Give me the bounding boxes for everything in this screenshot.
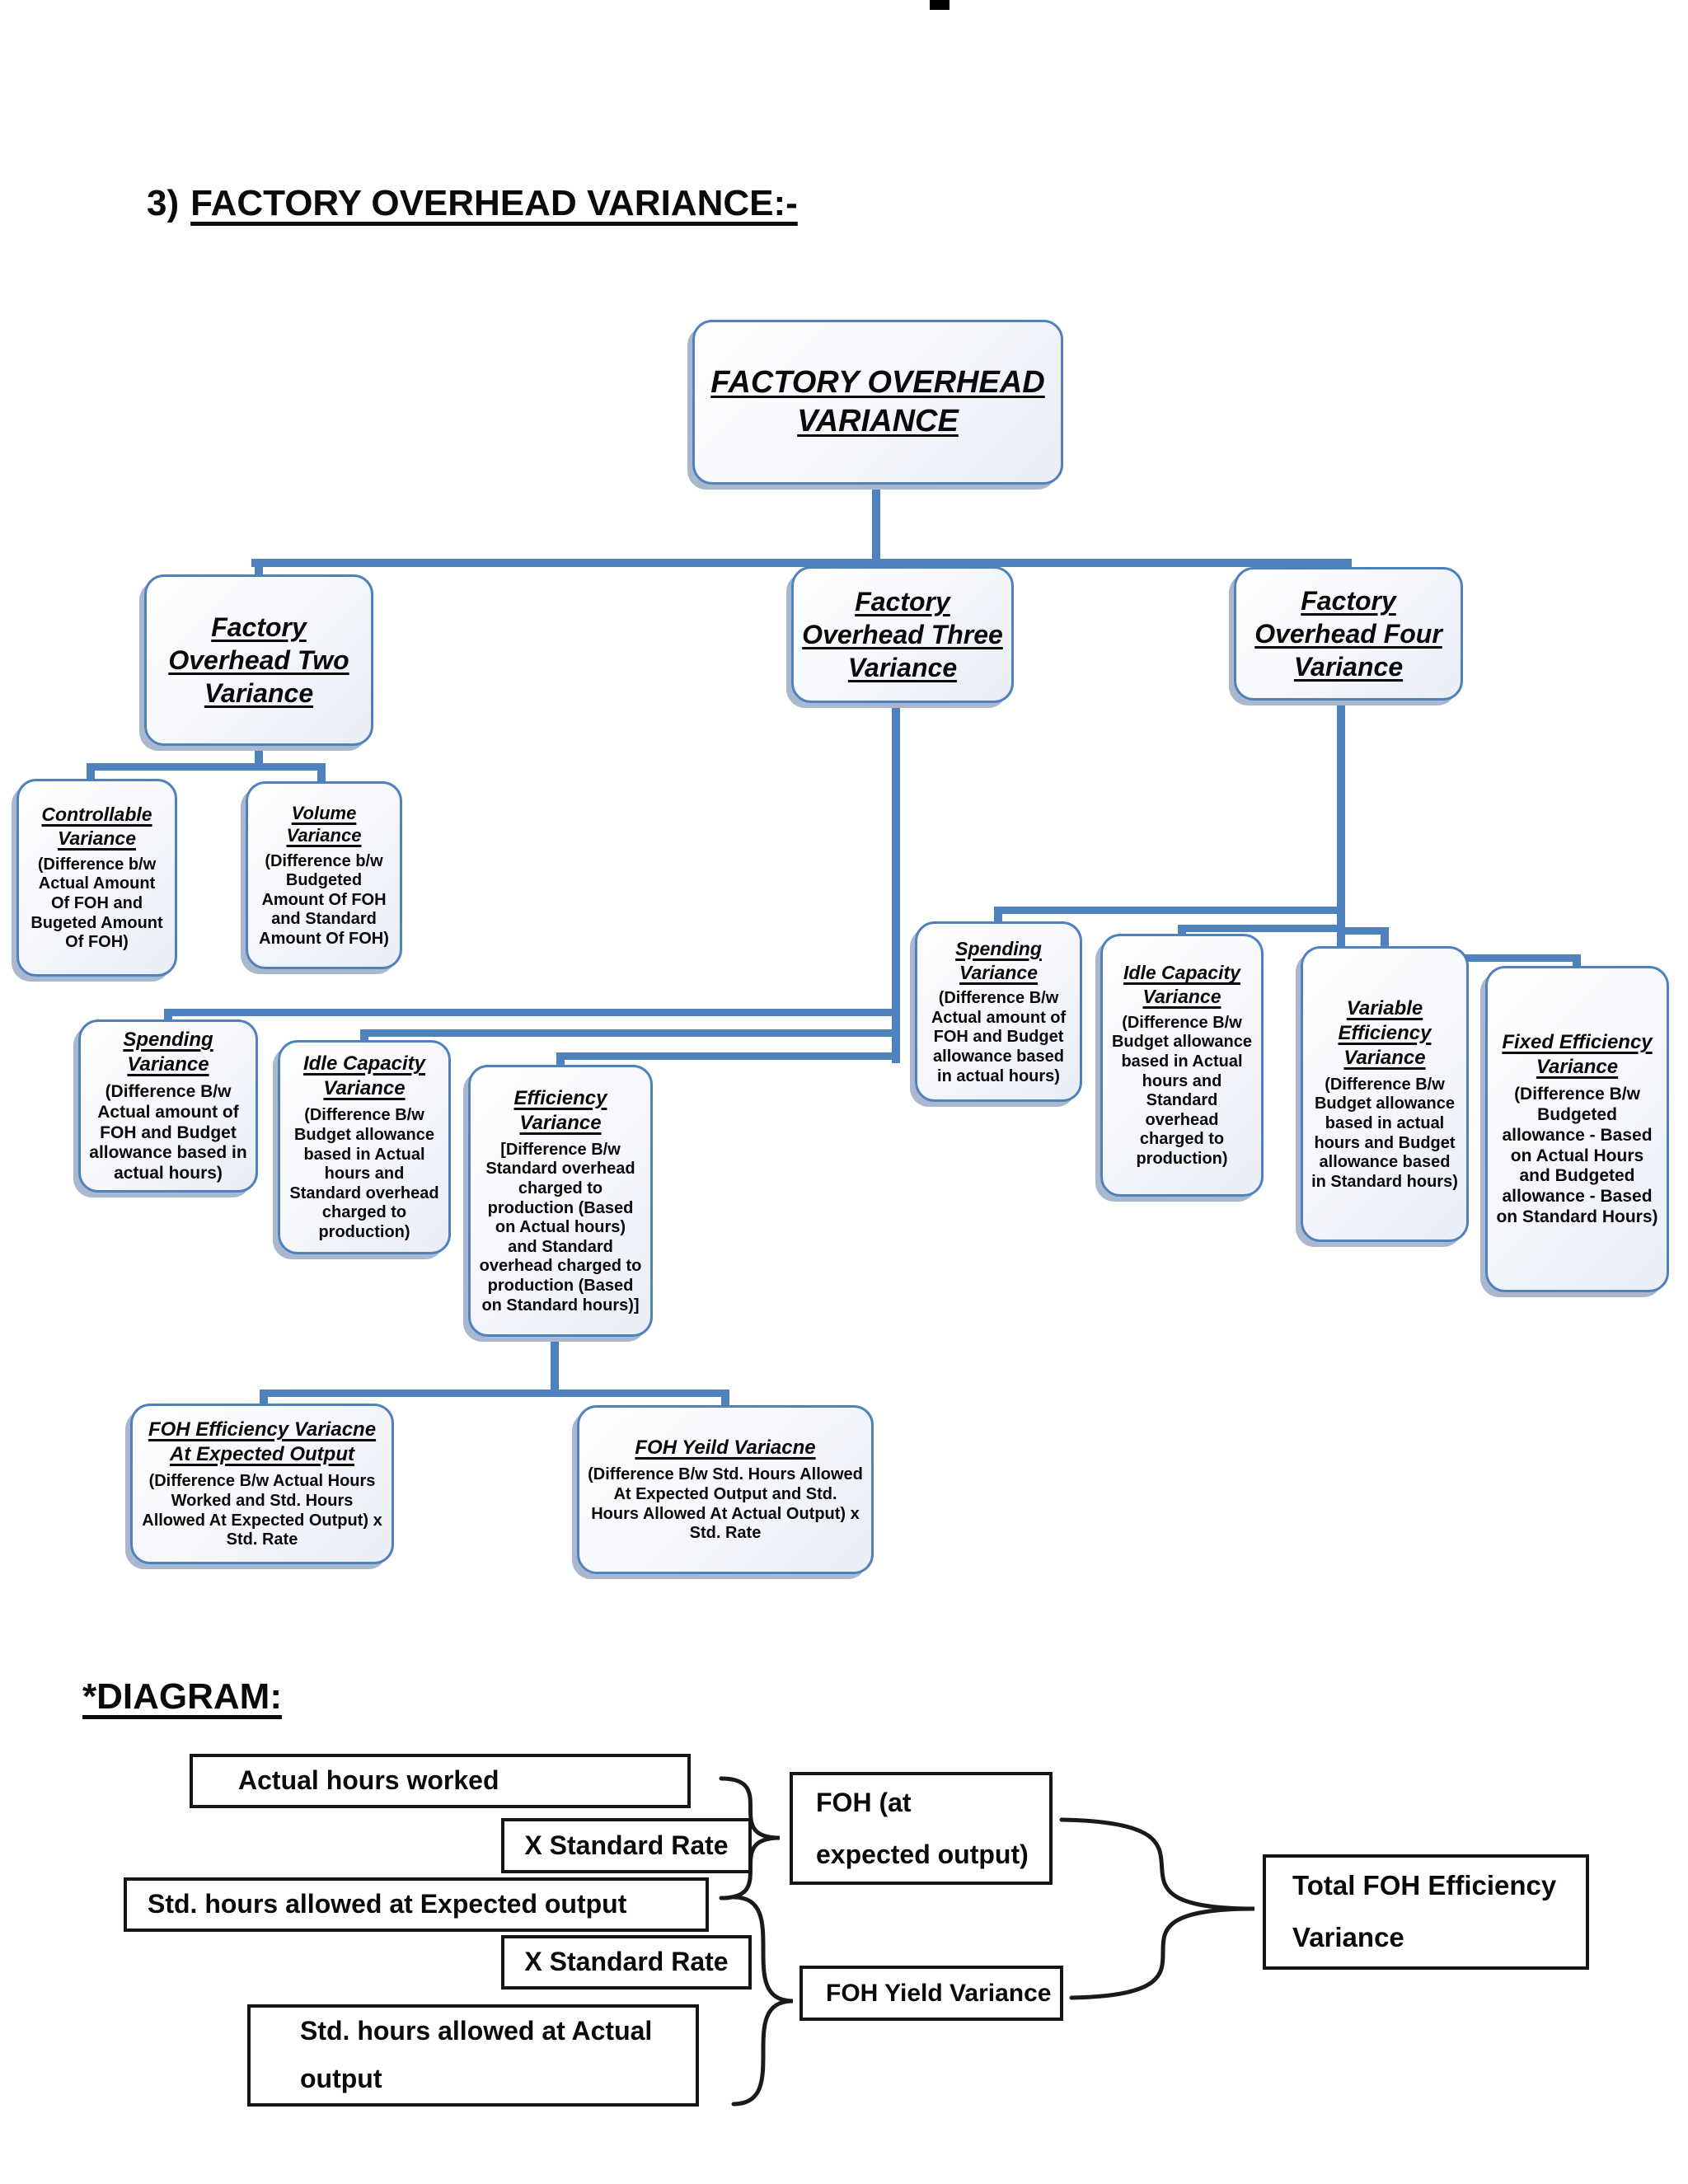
connector-two-horizontal (87, 763, 326, 771)
node-title: Efficiency Variance (513, 1086, 607, 1134)
diagram-box-x-standard-rate-2: X Standard Rate (501, 1935, 752, 1990)
node-spending-variance-3: Spending Variance (Difference B/w Actual… (78, 1019, 258, 1193)
diagram-box-label: Total FOH Efficiency Variance (1292, 1870, 1557, 1952)
connector-idle4-stub (1178, 925, 1186, 935)
node-title: Spending Variance (955, 937, 1042, 983)
connector-spending3-branch (168, 1009, 898, 1016)
page-title-text: FACTORY OVERHEAD VARIANCE:- (190, 183, 798, 223)
node-title: Factory Overhead Two Variance (168, 612, 349, 708)
diagram-box-x-standard-rate-1: X Standard Rate (501, 1818, 752, 1873)
connector-variable4-stub (1381, 927, 1389, 948)
diagram-box-label: FOH (at expected output) (816, 1788, 1029, 1869)
diagram-box-label: FOH Yield Variance (826, 1979, 1052, 2007)
node-desc: (Difference B/w Budget allowance based i… (1111, 1013, 1253, 1169)
node-factory-overhead-three-variance: Factory Overhead Three Variance (791, 566, 1014, 703)
node-title: FOH Yeild Variacne (635, 1436, 816, 1460)
diagram-box-label: Std. hours allowed at Actual output (300, 2016, 653, 2093)
diagram-box-label: X Standard Rate (524, 1947, 729, 1977)
connector-spending4-branch (998, 907, 1345, 914)
connector-spending4-stub (994, 907, 1002, 923)
node-factory-overhead-four-variance: Factory Overhead Four Variance (1234, 567, 1463, 701)
node-factory-overhead-two-variance: Factory Overhead Two Variance (144, 574, 373, 746)
connector-three-down (892, 701, 900, 1063)
page-title: 3)FACTORY OVERHEAD VARIANCE:- (147, 183, 798, 224)
node-title: Spending Variance (123, 1029, 213, 1076)
node-desc: (Difference B/w Std. Hours Allowed At Ex… (588, 1465, 863, 1543)
connector-fixed4-stub (1573, 954, 1581, 968)
brace-foh-expected (719, 1776, 781, 1900)
connector-spending3-stub (164, 1009, 172, 1021)
node-title: FACTORY OVERHEAD VARIANCE (710, 364, 1045, 439)
connector-efficiency3-stub (556, 1052, 565, 1066)
scan-artifact (930, 0, 950, 10)
node-idle-capacity-variance-4: Idle Capacity Variance (Difference B/w B… (1100, 934, 1264, 1197)
node-efficiency-variance-3: Efficiency Variance [Difference B/w Stan… (468, 1065, 653, 1337)
node-factory-overhead-variance: FACTORY OVERHEAD VARIANCE (692, 320, 1063, 485)
diagram-box-label: X Standard Rate (524, 1830, 729, 1860)
node-desc: (Difference B/w Budget allowance based i… (289, 1106, 439, 1241)
connector-volume-stub (317, 763, 326, 785)
node-spending-variance-4: Spending Variance (Difference B/w Actual… (915, 921, 1082, 1102)
node-title: Volume Variance (286, 802, 362, 846)
diagram-box-actual-hours-worked: Actual hours worked (190, 1754, 691, 1808)
connector-idle3-stub (360, 1029, 368, 1042)
node-foh-yield-variance-tree: FOH Yeild Variacne (Difference B/w Std. … (577, 1405, 874, 1574)
page-title-number: 3) (147, 183, 180, 223)
diagram-box-total-foh-efficiency-variance: Total FOH Efficiency Variance (1263, 1854, 1589, 1970)
connector-level1-horizontal (251, 559, 1352, 567)
node-title: Factory Overhead Three Variance (802, 587, 1003, 682)
node-desc: (Difference B/w Actual amount of FOH and… (931, 989, 1067, 1085)
node-idle-capacity-variance-3: Idle Capacity Variance (Difference B/w B… (278, 1040, 451, 1254)
diagram-heading: *DIAGRAM: (82, 1676, 282, 1717)
brace-foh-yield (731, 1895, 794, 2107)
node-fixed-efficiency-variance: Fixed Efficiency Variance (Difference B/… (1485, 966, 1669, 1292)
connector-four-down (1337, 699, 1345, 964)
node-desc: (Difference B/w Budget allowance based i… (1311, 1075, 1458, 1191)
node-title: Idle Capacity Variance (302, 1052, 426, 1100)
diagram-box-foh-expected-output: FOH (at expected output) (790, 1772, 1053, 1885)
connector-efficiency-down (551, 1335, 559, 1394)
node-title: Idle Capacity Variance (1123, 962, 1240, 1008)
connector-foheff-stub (260, 1390, 268, 1404)
node-title: Controllable Variance (41, 804, 152, 850)
connector-idle3-branch (364, 1029, 898, 1037)
node-controllable-variance: Controllable Variance (Difference b/w Ac… (16, 779, 177, 977)
connector-two-down (255, 742, 263, 770)
connector-controllable-stub (87, 763, 95, 783)
diagram-box-label: Std. hours allowed at Expected output (148, 1889, 627, 1919)
diagram-box-std-hours-expected-output: Std. hours allowed at Expected output (124, 1877, 709, 1932)
connector-variable4-branch (1337, 927, 1389, 935)
node-variable-efficiency-variance: Variable Efficiency Variance (Difference… (1301, 946, 1469, 1242)
node-desc: (Difference B/w Actual Hours Worked and … (142, 1472, 382, 1549)
brace-total-foh (1059, 1817, 1255, 2000)
node-title: Fixed Efficiency Variance (1502, 1031, 1653, 1079)
node-desc: (Difference B/w Actual amount of FOH and… (89, 1082, 247, 1183)
node-volume-variance: Volume Variance (Difference b/w Budgeted… (246, 781, 402, 969)
connector-idle4-branch (1182, 925, 1345, 932)
diagram-box-label: Actual hours worked (238, 1765, 499, 1796)
node-foh-efficiency-variance-expected: FOH Efficiency Variacne At Expected Outp… (130, 1404, 394, 1564)
connector-efficiency-horizontal (260, 1390, 729, 1397)
node-desc: (Difference B/w Budgeted allowance - Bas… (1496, 1085, 1658, 1226)
node-desc: [Difference B/w Standard overhead charge… (479, 1140, 642, 1315)
connector-efficiency3-branch (560, 1052, 898, 1060)
node-title: FOH Efficiency Variacne At Expected Outp… (148, 1418, 377, 1466)
node-desc: (Difference b/w Budgeted Amount Of FOH a… (259, 851, 389, 948)
node-title: Variable Efficiency Variance (1338, 996, 1432, 1069)
diagram-box-foh-yield-variance: FOH Yield Variance (799, 1966, 1063, 2021)
node-desc: (Difference b/w Actual Amount Of FOH and… (30, 855, 163, 952)
connector-fohyield-stub (721, 1390, 729, 1406)
diagram-box-std-hours-actual-output: Std. hours allowed at Actual output (247, 2004, 699, 2107)
connector-root-stub (872, 480, 880, 562)
node-title: Factory Overhead Four Variance (1254, 586, 1442, 682)
connector-two-stub (255, 564, 263, 577)
